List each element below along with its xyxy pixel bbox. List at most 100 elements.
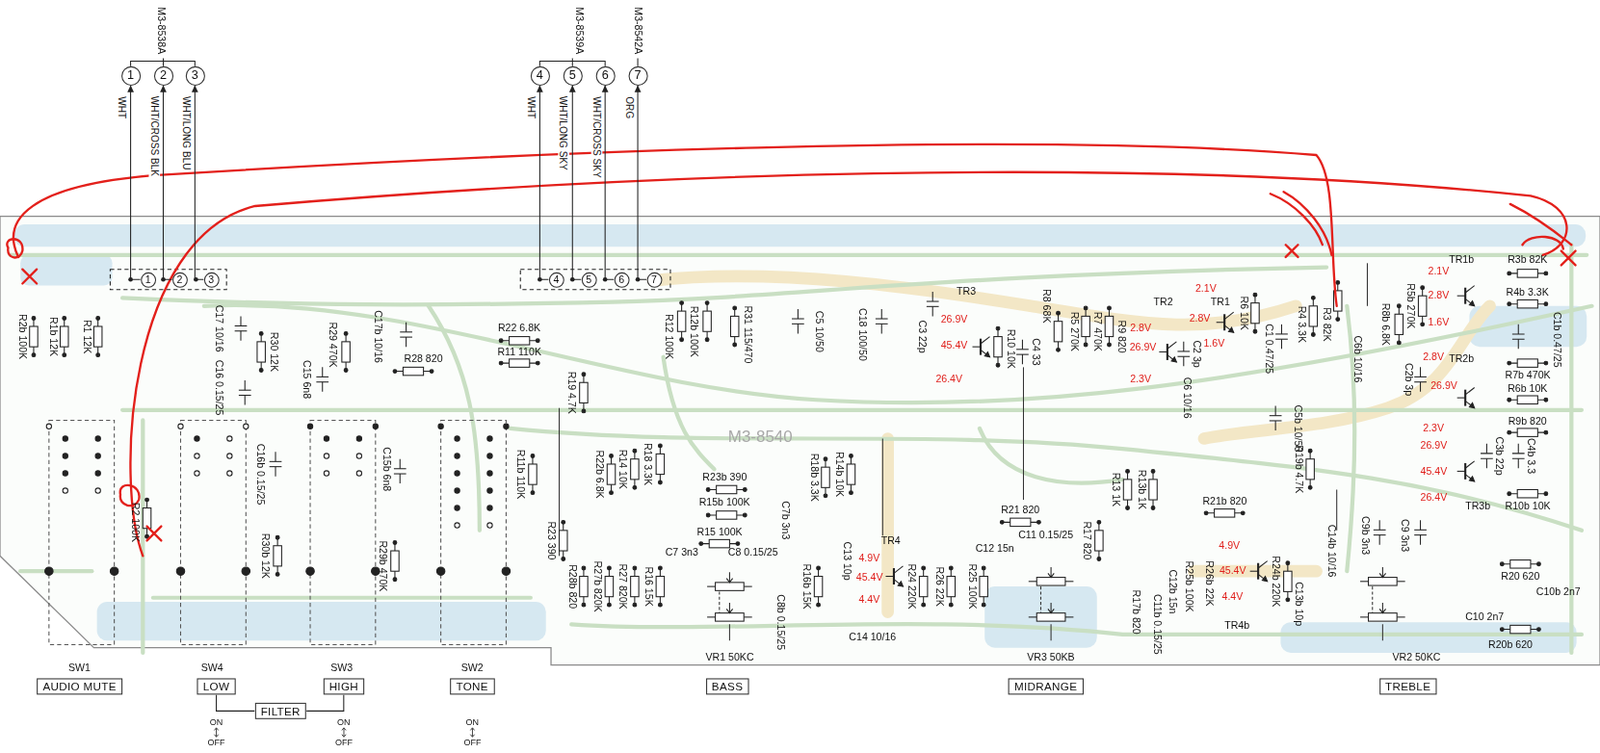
switch-contact — [227, 471, 233, 476]
connector-circle: 3 — [184, 65, 205, 85]
switch-contact — [454, 488, 460, 494]
resistor-symbol — [579, 566, 588, 607]
node-text: MIDRANGE — [1014, 681, 1077, 694]
component-label: R1b 12K — [47, 316, 60, 357]
transistor-symbol — [1457, 388, 1475, 409]
capacitor-symbol — [1373, 520, 1387, 545]
red-markup — [1510, 204, 1573, 250]
switch-contact — [227, 453, 233, 459]
component-label: R29b 470K — [376, 540, 390, 592]
pin-circle: 2 — [171, 271, 187, 288]
component-label: R2 100K — [128, 502, 141, 543]
resistor-symbol — [999, 518, 1041, 526]
circuit-wire — [1050, 624, 1052, 641]
component-label: R16 15K — [641, 566, 655, 606]
voltage-reading: 26.9V — [1420, 440, 1448, 453]
component-label: TR2b — [1448, 353, 1474, 367]
node-text: 4 — [552, 273, 559, 286]
copper-trace — [428, 306, 480, 531]
component-label: R7 470K — [1090, 312, 1103, 352]
switch-contact — [487, 436, 493, 442]
copper-trace — [663, 357, 715, 471]
voltage-reading: 45.4V — [1420, 465, 1448, 478]
voltage-reading: 2.1V — [1195, 282, 1217, 295]
component-label: C1b 0.47/25 — [1549, 312, 1563, 368]
node-text: 2 — [159, 68, 167, 82]
component-label: R28 820 — [403, 353, 443, 367]
resistor-symbol — [1507, 359, 1548, 368]
resistor-symbol — [677, 301, 685, 342]
component-label: C13 10p — [840, 542, 854, 581]
resistor-symbol — [706, 485, 747, 494]
copper-trace — [10, 244, 1593, 654]
potentiometer-symbol — [707, 572, 753, 591]
component-label: R31 115/470 — [740, 306, 754, 365]
voltage-reading: 26.9V — [1129, 341, 1157, 355]
component-label: R17 820 — [1080, 521, 1094, 560]
red-markup — [130, 172, 1567, 557]
resistor-symbol — [706, 511, 747, 520]
resistor-symbol — [655, 566, 664, 607]
switch-contact — [241, 567, 250, 576]
ground-plane — [14, 224, 1587, 654]
voltage-reading: 26.9V — [941, 313, 969, 326]
node-text: 7 — [634, 68, 642, 82]
potentiometer-symbol — [1028, 567, 1075, 586]
component-label: R27b 820K — [590, 561, 604, 613]
voltage-reading: 4.9V — [858, 551, 880, 565]
capacitor-symbol — [926, 291, 940, 316]
potentiometer-symbol — [1360, 567, 1406, 586]
arrowhead — [191, 84, 199, 92]
component-label: VR2 50KC — [1391, 652, 1441, 665]
wire-color-label: WHT/CROSS SKY — [591, 95, 604, 180]
component-label: C7b 3n3 — [779, 500, 792, 540]
component-label: R13 1K — [1109, 472, 1123, 507]
component-label: C12b 15n — [1165, 569, 1179, 614]
connector-circle: 7 — [628, 65, 648, 85]
voltage-reading: 45.4V — [1219, 565, 1247, 578]
component-label: TR1 — [1210, 295, 1231, 309]
wire-color-label: WHT — [116, 95, 129, 120]
resistor-symbol — [946, 566, 955, 607]
switch-contact — [95, 471, 101, 476]
capacitor-symbol — [1275, 324, 1288, 349]
switch-contact — [178, 423, 184, 429]
resistor-symbol — [994, 326, 1002, 368]
on-off-arrow — [470, 728, 474, 738]
component-label: R22 6.8K — [498, 322, 541, 336]
connector-circle: 4 — [529, 65, 550, 85]
node-text: BASS — [711, 681, 743, 694]
component-label: R11b 110K — [514, 449, 527, 499]
component-label: R8 68K — [1040, 288, 1053, 323]
component-label: R30 12K — [266, 332, 280, 372]
component-label: C7 3n3 — [665, 547, 699, 560]
component-label: TR4 — [881, 534, 901, 548]
component-label: C5b 10/50 — [1291, 404, 1305, 452]
pin-circle: 5 — [580, 271, 597, 288]
resistor-symbol — [1284, 561, 1292, 603]
component-label: C15b 6n8 — [379, 446, 393, 492]
component-label: C6 10/16 — [1180, 377, 1193, 420]
component-label: R23b 390 — [702, 471, 747, 484]
component-label: R3b 82K — [1507, 254, 1548, 267]
connector-wire — [194, 84, 204, 280]
transistor-symbol — [1457, 286, 1475, 307]
switch-outline — [180, 419, 246, 645]
resistor-symbol — [1507, 299, 1548, 308]
switch-contact — [438, 423, 444, 429]
resistor-symbol — [29, 316, 38, 358]
ground-plane — [984, 586, 1098, 649]
copper-trace — [10, 253, 1588, 258]
arrowhead — [536, 84, 544, 92]
component-label: R14 10K — [616, 449, 630, 490]
switch-contact — [454, 471, 460, 476]
switch-contact — [356, 471, 362, 476]
connector-bracket — [131, 57, 196, 66]
switch-contact — [227, 436, 233, 442]
switch-contact — [372, 423, 378, 429]
transistor-symbol — [1457, 461, 1475, 482]
arrowhead — [569, 84, 577, 92]
switch-contact — [323, 471, 329, 476]
component-label: R7b 470K — [1504, 368, 1550, 382]
switch-contact — [194, 453, 200, 459]
